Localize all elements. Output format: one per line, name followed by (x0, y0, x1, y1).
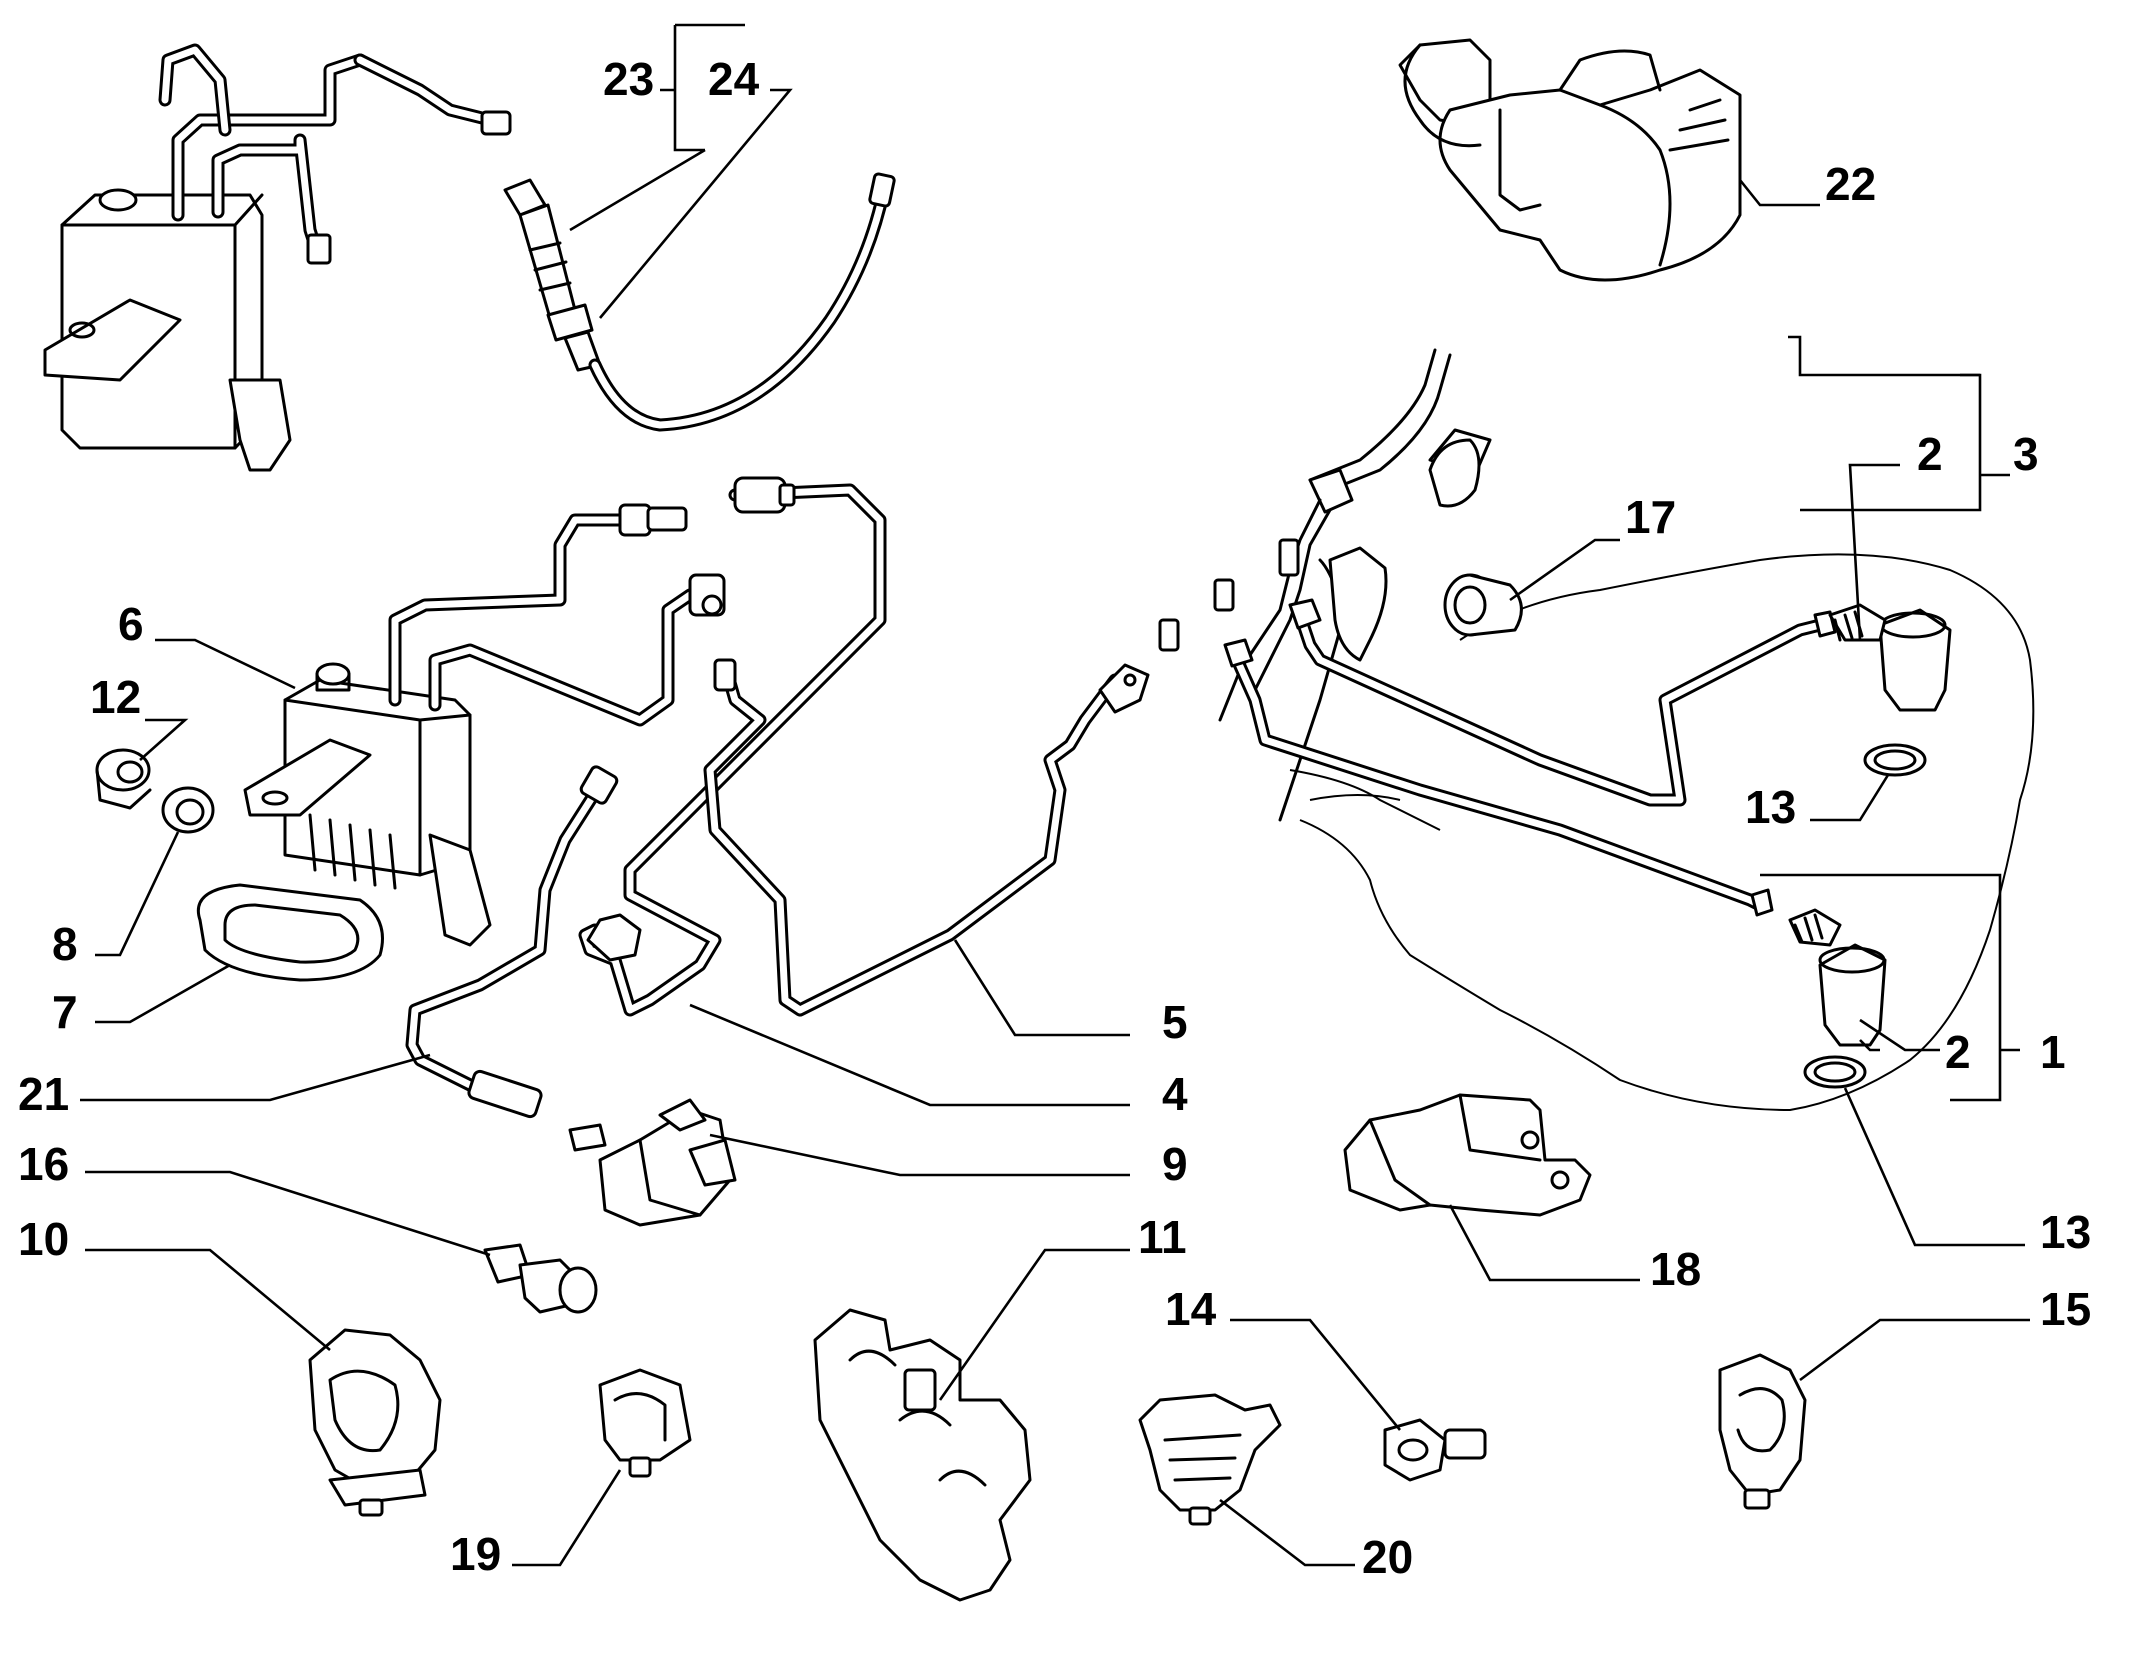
callout-17: 18 (1650, 1243, 1701, 1295)
callout-9: 9 (1162, 1138, 1188, 1190)
callout-21: 23 (603, 53, 654, 105)
callout-23: 21 (18, 1068, 69, 1120)
callout-6: 6 (118, 598, 144, 650)
callout-16: 16 (18, 1138, 69, 1190)
callout-5: 5 (1162, 996, 1188, 1048)
callout-4: 4 (1162, 1068, 1188, 1120)
callout-13-lower: 13 (2040, 1206, 2091, 1258)
callout-10: 10 (18, 1213, 69, 1265)
callout-1: 1 (2040, 1026, 2066, 1078)
leader-lines (80, 23, 2030, 1567)
double-clip-24 (1398, 38, 1742, 282)
fuel-pump-2-upper (1828, 603, 1952, 712)
callout-labels: 23 24 22 2 3 17 6 12 13 8 7 5 2 1 21 4 1… (18, 53, 2091, 1583)
callout-18: 17 (1625, 491, 1676, 543)
clip-strip-12 (813, 1308, 1032, 1602)
filler-hoses (1158, 348, 1492, 822)
gasket-7 (197, 883, 384, 982)
callout-2-lower: 2 (1945, 1026, 1971, 1078)
pipe-5 (703, 658, 1150, 1017)
charcoal-canister-6 (243, 503, 726, 947)
callout-22: 24 (708, 53, 760, 105)
clip-15 (1718, 1353, 1807, 1510)
callout-7: 7 (52, 986, 78, 1038)
callout-13-upper: 13 (1745, 781, 1796, 833)
seal-ring-13-lower (1803, 1055, 1867, 1089)
clip-19 (598, 1368, 692, 1478)
clip-10 (308, 1328, 442, 1517)
callout-19: 19 (450, 1528, 501, 1580)
callout-2-upper: 2 (1917, 428, 1943, 480)
seal-ring-13-upper (1863, 743, 1927, 777)
clip-14 (1383, 1418, 1487, 1482)
pipe-4 (578, 476, 887, 1017)
seal-ring-8 (161, 786, 215, 834)
clip-20 (1138, 1393, 1282, 1526)
fuel-pump-2-lower (1788, 908, 1887, 1047)
bolt-16 (483, 1243, 598, 1314)
fuel-pipes-right (1223, 598, 1837, 917)
callout-3: 3 (2013, 428, 2039, 480)
bushing-18 (1443, 573, 1523, 637)
callout-15: 15 (2040, 1283, 2091, 1335)
callout-8: 8 (52, 918, 78, 970)
callout-12: 11 (1138, 1211, 1187, 1263)
hose-23 (405, 765, 619, 1119)
callout-11: 12 (90, 671, 141, 723)
sensor-with-cable-21-22 (503, 172, 896, 432)
callout-14: 14 (1165, 1283, 1217, 1335)
valve-9 (568, 1098, 737, 1227)
callout-20: 20 (1362, 1531, 1413, 1583)
fuel-tank-outline (1289, 553, 2035, 1112)
bracket-17 (1343, 1093, 1592, 1217)
grommet-11 (95, 748, 152, 810)
canister-assembly-top-left (43, 43, 512, 472)
callout-24: 22 (1825, 158, 1876, 210)
